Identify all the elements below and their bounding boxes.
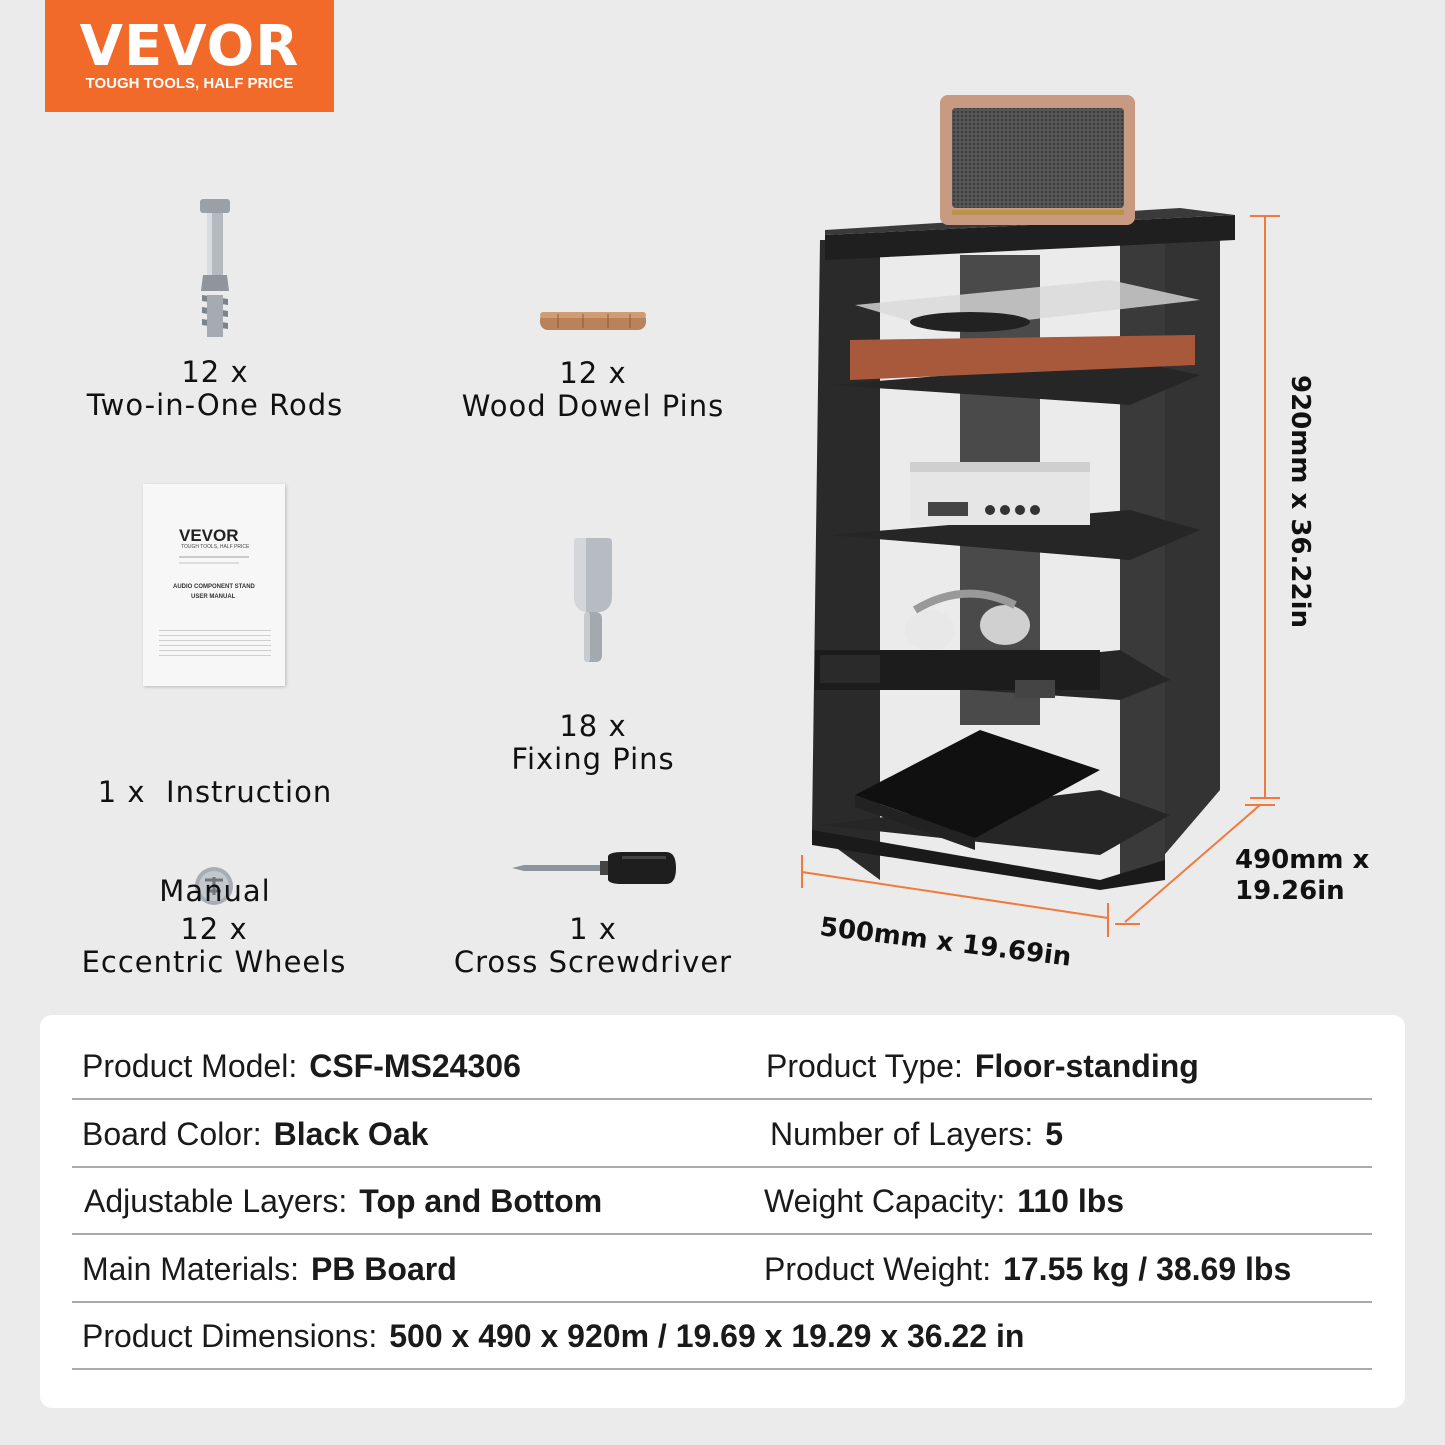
spec-value: Top and Bottom <box>359 1183 603 1219</box>
spec-value: 17.55 kg / 38.69 lbs <box>1003 1251 1292 1287</box>
brand-tagline: TOUGH TOOLS, HALF PRICE <box>85 75 294 92</box>
brand-name: VEVOR <box>79 14 300 79</box>
spec-key: Number of Layers: <box>770 1116 1034 1152</box>
spec-value: 500 x 490 x 920m / 19.69 x 19.29 x 36.22… <box>389 1318 1025 1354</box>
spec-key: Product Dimensions: <box>82 1318 378 1354</box>
accessory-qty: 1 x Instruction <box>97 775 333 809</box>
pin-icon <box>574 538 612 662</box>
manual-icon: VEVOR TOUGH TOOLS, HALF PRICE AUDIO COMP… <box>143 484 285 686</box>
spec-cell: Weight Capacity: 110 lbs <box>764 1183 1124 1220</box>
depth-line-2: 19.26in <box>1235 876 1345 906</box>
manual-tagline: TOUGH TOOLS, HALF PRICE <box>181 544 250 550</box>
spec-cell: Main Materials: PB Board <box>82 1251 457 1288</box>
accessory-fixing-pins: 18 x Fixing Pins <box>443 710 743 776</box>
accessory-name: Eccentric Wheels <box>81 945 347 979</box>
manual-title: AUDIO COMPONENT STAND <box>173 584 255 590</box>
manual-subtitle: USER MANUAL <box>191 594 236 600</box>
spec-row: Main Materials: PB Board Product Weight: 1… <box>72 1233 1372 1303</box>
spec-row: Product Model: CSF-MS24306 Product Type: F… <box>72 1030 1372 1100</box>
accessory-eccentric-wheels: 12 x Eccentric Wheels <box>64 913 364 979</box>
spec-value: PB Board <box>310 1251 457 1287</box>
rod-icon <box>200 199 230 337</box>
spec-key: Weight Capacity: <box>764 1183 1006 1219</box>
accessory-name: Two-in-One Rods <box>86 388 344 422</box>
accessory-name: Cross Screwdriver <box>453 945 733 979</box>
spec-key: Main Materials: <box>82 1251 299 1287</box>
depth-line-1: 490mm x <box>1235 845 1370 875</box>
manual-brand: VEVOR <box>179 526 239 545</box>
spec-row: Product Dimensions: 500 x 490 x 920m / 19… <box>72 1300 1372 1370</box>
audio-stand-illustration <box>812 95 1235 890</box>
spec-key: Product Model: <box>82 1048 298 1084</box>
spec-cell: Product Model: CSF-MS24306 <box>82 1048 521 1085</box>
accessory-name: Wood Dowel Pins <box>461 389 725 423</box>
spec-cell: Number of Layers: 5 <box>770 1116 1063 1153</box>
dowel-icon <box>540 312 646 330</box>
spec-value: Floor-standing <box>974 1048 1199 1084</box>
spec-row: Adjustable Layers: Top and Bottom Weight … <box>72 1165 1372 1235</box>
accessory-manual: 1 x Instruction Manual <box>70 710 360 941</box>
accessory-rods: 12 x Two-in-One Rods <box>70 356 360 422</box>
screwdriver-icon <box>512 852 676 884</box>
accessory-qty: 12 x <box>181 355 249 389</box>
spec-cell: Product Dimensions: 500 x 490 x 920m / 19… <box>82 1318 1024 1355</box>
spec-cell: Adjustable Layers: Top and Bottom <box>84 1183 602 1220</box>
spec-value: CSF-MS24306 <box>309 1048 521 1084</box>
accessory-qty: 12 x <box>559 356 627 390</box>
spec-value: 110 lbs <box>1017 1183 1125 1219</box>
height-dimension-label: 920mm x 36.22in <box>1285 375 1315 628</box>
accessory-name: Manual <box>159 874 271 908</box>
accessory-qty: 18 x <box>559 709 627 743</box>
spec-cell: Product Type: Floor-standing <box>766 1048 1199 1085</box>
spec-value: Black Oak <box>273 1116 429 1152</box>
accessory-screwdriver: 1 x Cross Screwdriver <box>433 913 753 979</box>
accessory-qty: 1 x <box>569 912 617 946</box>
dimension-lines <box>801 215 1280 937</box>
spec-cell: Product Weight: 17.55 kg / 38.69 lbs <box>764 1251 1291 1288</box>
accessory-name: Fixing Pins <box>511 742 675 776</box>
spec-table: Product Model: CSF-MS24306 Product Type: F… <box>40 1015 1405 1408</box>
depth-dimension-label: 490mm x 19.26in <box>1235 845 1369 907</box>
spec-row: Board Color: Black Oak Number of Layers: 5 <box>72 1098 1372 1168</box>
spec-key: Product Type: <box>766 1048 963 1084</box>
spec-key: Adjustable Layers: <box>84 1183 348 1219</box>
spec-value: 5 <box>1045 1116 1064 1152</box>
spec-key: Board Color: <box>82 1116 262 1152</box>
brand-logo: VEVOR TOUGH TOOLS, HALF PRICE <box>45 0 334 112</box>
spec-key: Product Weight: <box>764 1251 992 1287</box>
wheel-icon <box>195 867 233 905</box>
spec-cell: Board Color: Black Oak <box>82 1116 428 1153</box>
accessory-dowel-pins: 12 x Wood Dowel Pins <box>443 357 743 423</box>
accessory-qty: 12 x <box>180 912 248 946</box>
